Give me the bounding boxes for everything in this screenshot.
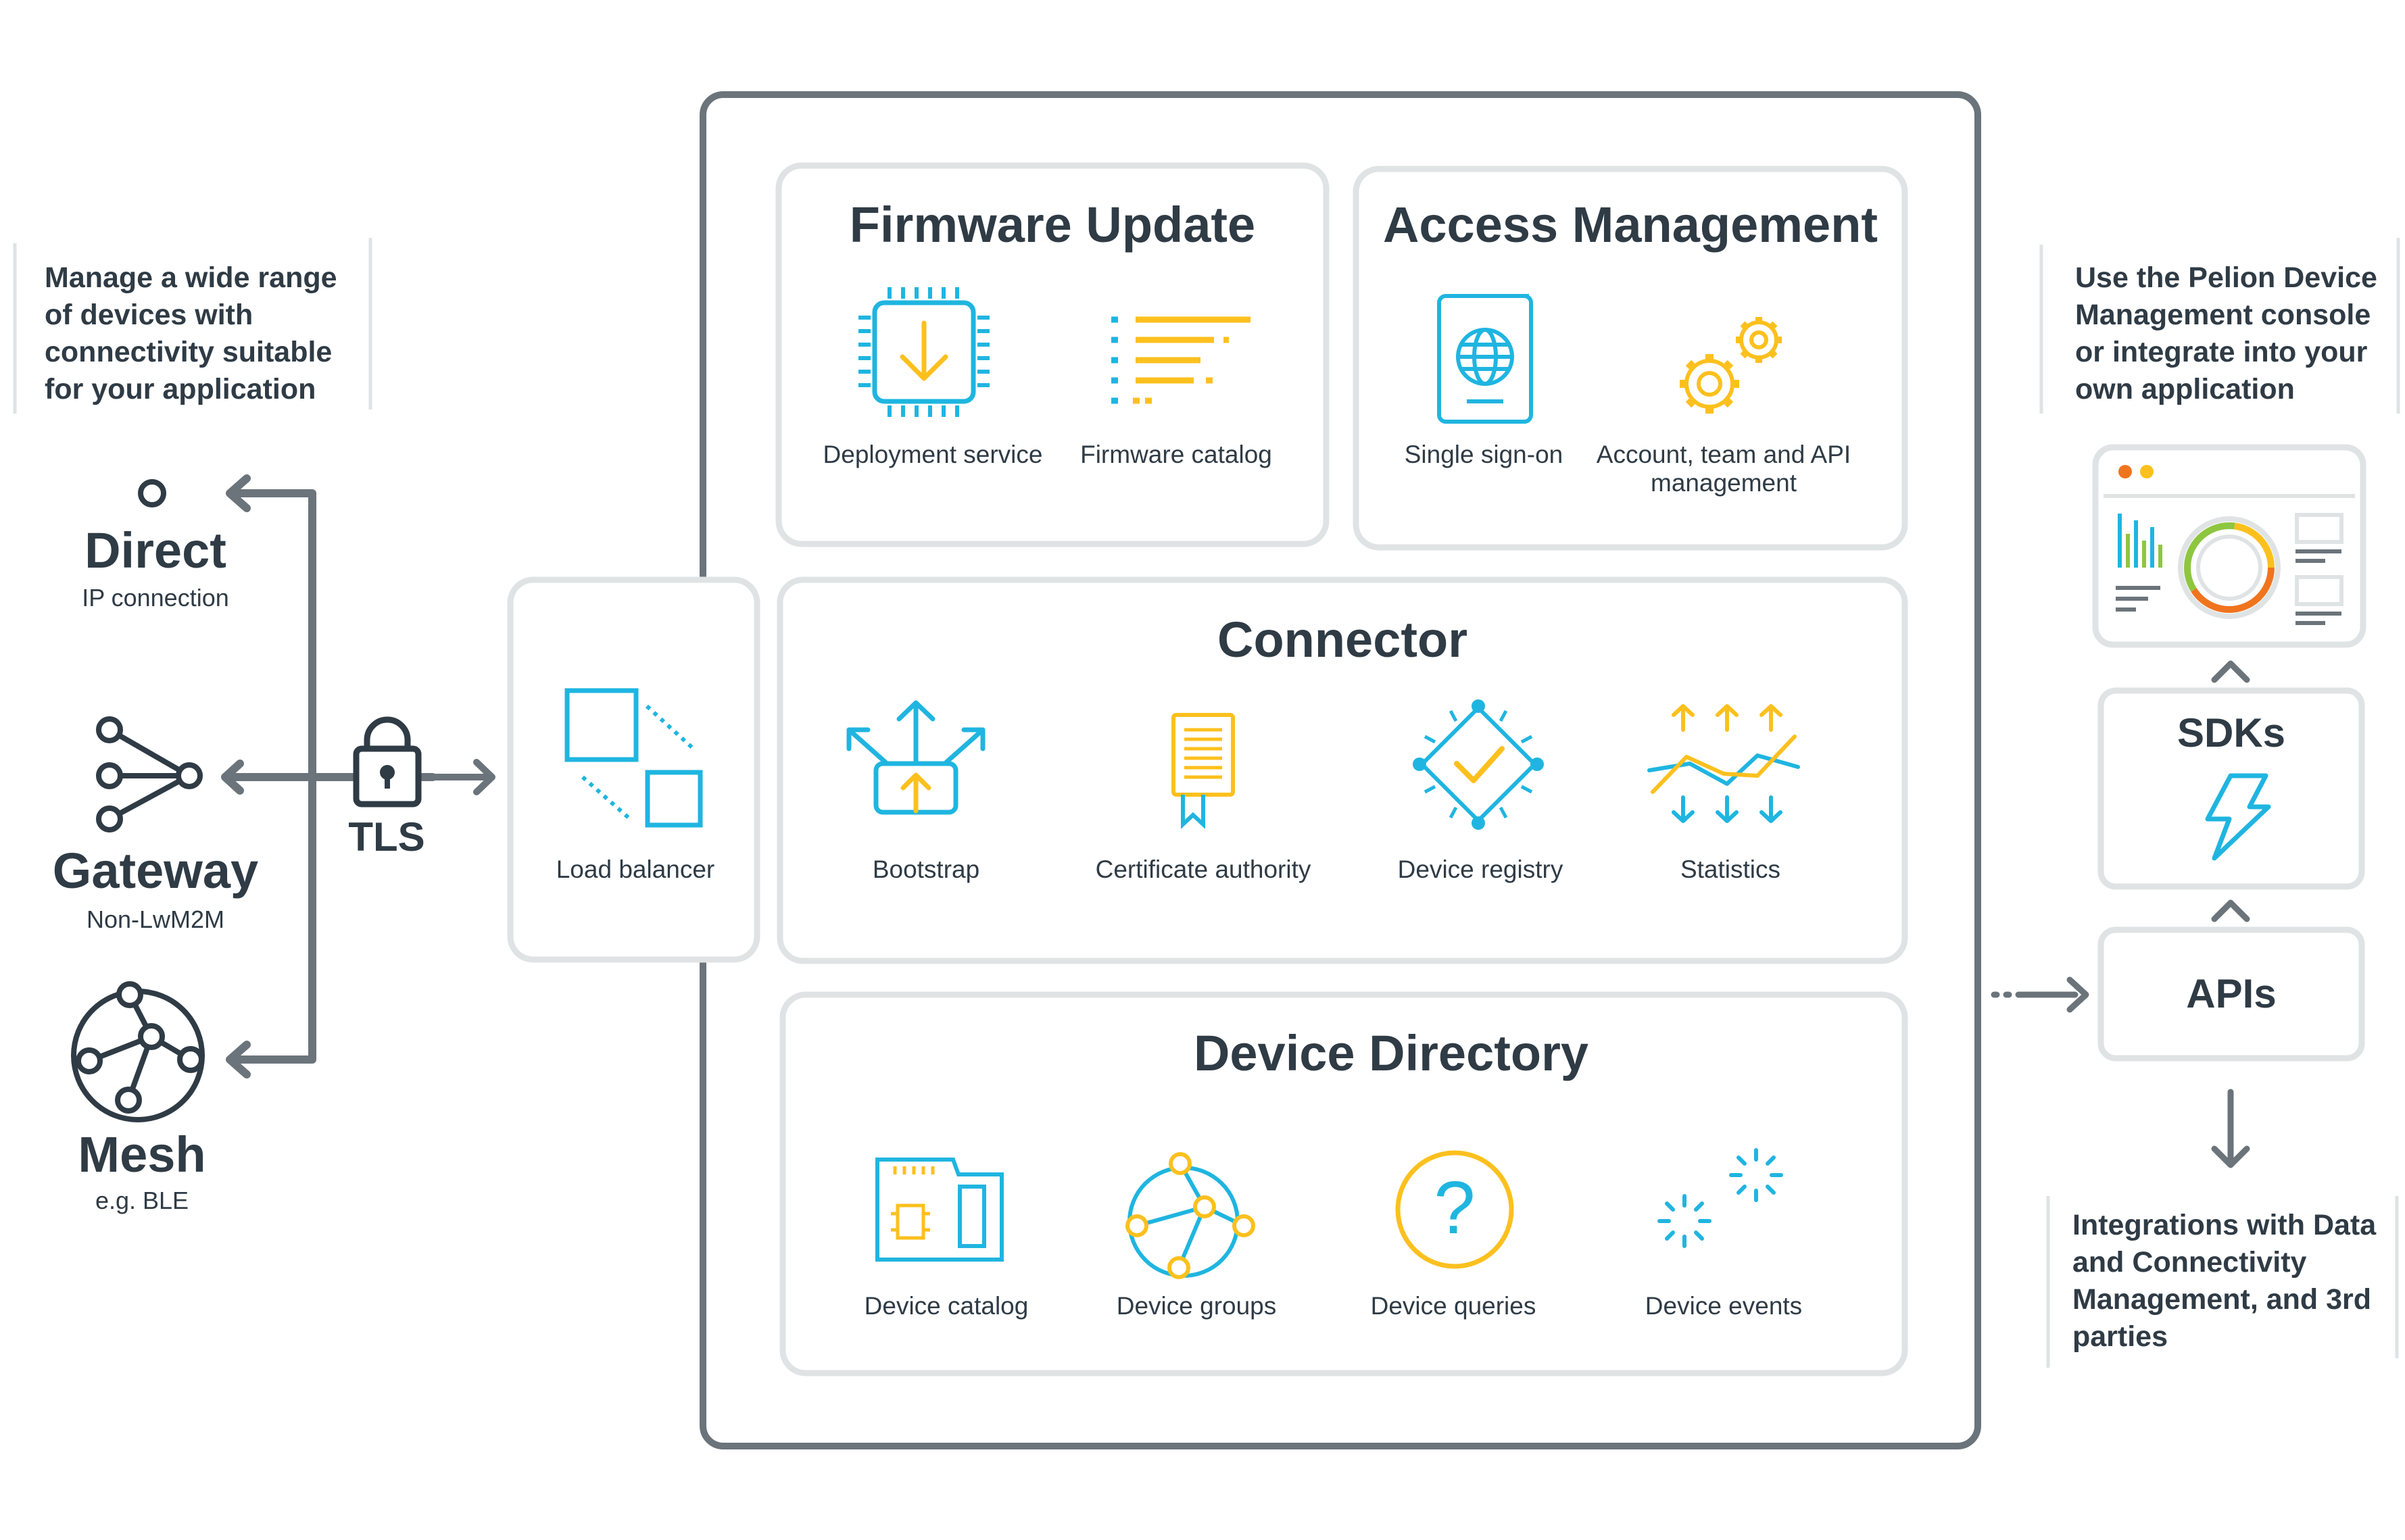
account-team-api-label: Account, team and API [1596,441,1851,468]
right-flow-arrows [1991,660,2250,1168]
statistics-icon [1647,704,1800,823]
direct-arrowhead [226,474,251,512]
gateway-subtitle: Non-LwM2M [86,905,225,933]
mesh-title: Mesh [78,1126,206,1183]
device-events-icon [1657,1148,1783,1248]
certificate-icon [1171,713,1235,829]
question-icon: ? [1395,1150,1514,1269]
right-note-top-line: Use the Pelion Device [2075,262,2377,294]
apis-panel [2097,926,2365,1062]
left-note: Manage a wide range of devices with conn… [45,259,362,408]
tls-label: TLS [348,814,425,860]
left-note-line: connectivity suitable [45,336,333,368]
left-note-dividers [13,238,372,414]
direct-title: Direct [84,522,226,578]
sdks-panel [2097,687,2365,890]
right-note-bottom-line: Management, and 3rd [2072,1283,2372,1316]
device-registry-icon [1413,699,1544,830]
right-note-top: Use the Pelion Device Management console… [2075,259,2393,408]
passport-icon [1437,294,1533,424]
device-directory-title: Device Directory [1193,1025,1589,1081]
mesh-arrowhead [226,1041,251,1078]
device-registry-label: Device registry [1397,855,1563,883]
right-note-bottom-line: Integrations with Data [2072,1209,2377,1241]
device-queries-label: Device queries [1370,1292,1536,1320]
account-team-api-label-2: management [1651,469,1797,497]
direct-icon [138,479,166,507]
gears-icon [1680,317,1782,414]
lock-icon [353,716,422,808]
load-balancer-icon [564,688,703,828]
connector-panel [777,576,1908,964]
firmware-catalog-icon [1111,316,1250,404]
right-note-top-line: or integrate into your [2075,336,2368,368]
bootstrap-icon [846,700,986,815]
mesh-subtitle: e.g. BLE [95,1187,189,1214]
single-sign-on-label: Single sign-on [1404,441,1563,468]
lightning-icon [2205,773,2271,861]
right-note-top-line: Management console [2075,299,2371,331]
gateway-arrowhead [221,760,244,795]
right-note-bottom: Integrations with Data and Connectivity … [2072,1207,2397,1356]
right-note-dividers [2039,238,2400,1368]
firmware-update-panel [775,162,1330,547]
gateway-icon [96,716,203,833]
right-note-bottom-line: and Connectivity [2072,1246,2307,1278]
apis-label: APIs [2186,971,2277,1016]
device-directory-panel [779,991,1908,1376]
right-note-bottom-line: parties [2072,1320,2168,1353]
svg-text:?: ? [1434,1166,1475,1249]
left-note-line: Manage a wide range [45,262,337,294]
right-note-top-line: own application [2075,373,2295,405]
firmware-catalog-label: Firmware catalog [1080,441,1272,468]
device-catalog-icon [875,1158,1004,1262]
connector-title: Connector [1217,612,1467,668]
load-balancer-label: Load balancer [556,855,715,883]
left-note-line: of devices with [45,299,253,331]
mesh-icon [71,981,205,1122]
device-groups-icon [1125,1152,1255,1279]
gateway-title: Gateway [52,843,259,899]
certificate-authority-label: Certificate authority [1095,855,1311,883]
direct-subtitle: IP connection [82,584,229,612]
device-events-label: Device events [1645,1292,1803,1320]
dashboard-icon [2104,465,2355,625]
device-groups-label: Device groups [1116,1292,1277,1320]
access-management-panel [1353,166,1908,551]
deployment-service-icon [858,287,990,417]
sdks-label: SDKs [2177,710,2286,755]
left-note-line: for your application [45,373,316,405]
firmware-update-title: Firmware Update [849,197,1256,253]
deployment-service-label: Deployment service [823,441,1043,468]
bootstrap-label: Bootstrap [872,855,980,883]
access-management-title: Access Management [1382,197,1878,253]
statistics-label: Statistics [1680,855,1781,883]
load-balancer-panel [507,576,760,963]
to-load-balancer-arrow [429,759,495,795]
device-catalog-label: Device catalog [864,1292,1029,1320]
